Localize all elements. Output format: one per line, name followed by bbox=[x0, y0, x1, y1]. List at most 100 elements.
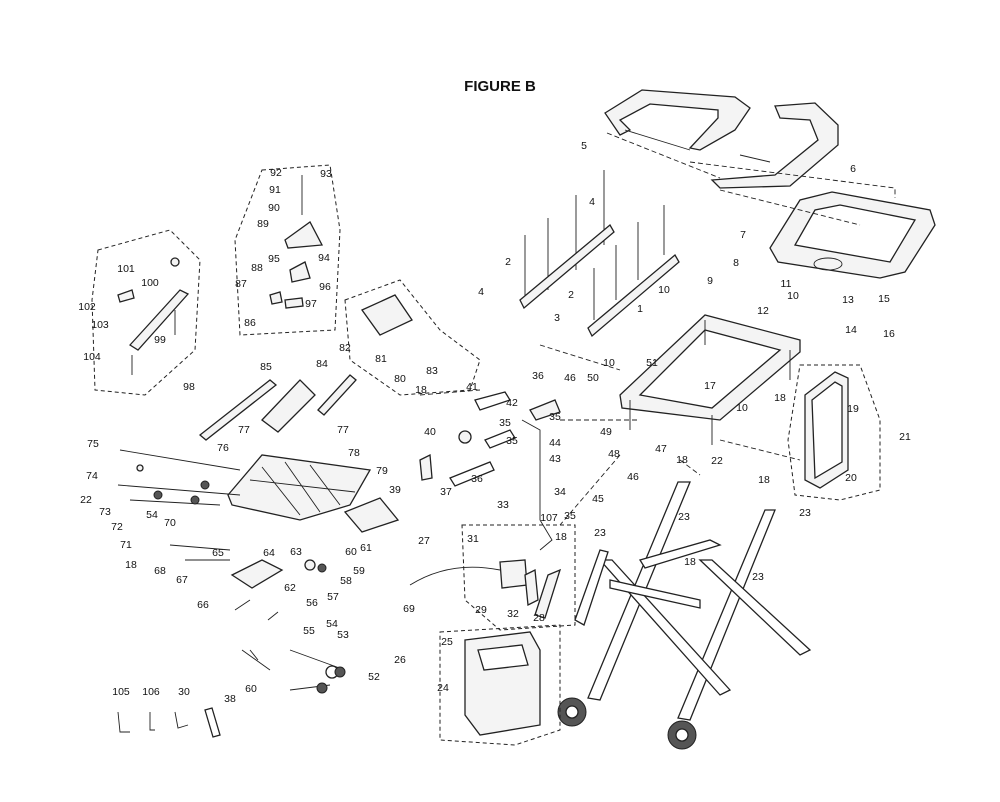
part-label-70: 70 bbox=[164, 517, 176, 529]
part-label-103: 103 bbox=[91, 319, 109, 331]
part-label-88: 88 bbox=[251, 262, 263, 274]
part-label-61: 61 bbox=[360, 542, 372, 554]
part-label-96: 96 bbox=[319, 281, 331, 293]
part-label-18: 18 bbox=[774, 392, 786, 404]
switch-group-outline bbox=[461, 524, 576, 631]
part-label-28: 28 bbox=[533, 612, 545, 624]
part-label-68: 68 bbox=[154, 565, 166, 577]
part-label-55: 55 bbox=[303, 625, 315, 637]
part-label-44: 44 bbox=[549, 437, 561, 449]
dust-bin-part bbox=[464, 631, 541, 736]
miter-gauge-part bbox=[117, 257, 190, 375]
part-label-9: 9 bbox=[707, 275, 713, 287]
part-label-15: 15 bbox=[878, 293, 890, 305]
part-label-32: 32 bbox=[507, 608, 519, 620]
part-label-97: 97 bbox=[305, 298, 317, 310]
part-label-18: 18 bbox=[684, 556, 696, 568]
part-label-84: 84 bbox=[316, 358, 328, 370]
part-label-86: 86 bbox=[244, 317, 256, 329]
part-label-48: 48 bbox=[608, 448, 620, 460]
part-label-7: 7 bbox=[740, 229, 746, 241]
pins-group bbox=[519, 170, 680, 338]
part-label-11: 11 bbox=[781, 278, 792, 290]
part-label-79: 79 bbox=[376, 465, 388, 477]
part-label-75: 75 bbox=[87, 438, 99, 450]
part-label-104: 104 bbox=[83, 351, 101, 363]
part-label-81: 81 bbox=[375, 353, 387, 365]
part-label-10: 10 bbox=[658, 284, 670, 296]
top-rail-frame-part bbox=[604, 89, 751, 151]
part-label-67: 67 bbox=[176, 574, 188, 586]
dust-bin-group-outline bbox=[439, 624, 561, 746]
accessory-tray-part bbox=[769, 191, 936, 279]
part-label-12: 12 bbox=[757, 305, 769, 317]
part-label-83: 83 bbox=[426, 365, 438, 377]
figure-title: FIGURE B bbox=[464, 78, 536, 95]
part-label-18: 18 bbox=[676, 454, 688, 466]
part-label-85: 85 bbox=[260, 361, 272, 373]
part-label-107: 107 bbox=[540, 512, 558, 524]
part-label-71: 71 bbox=[120, 539, 132, 551]
part-label-100: 100 bbox=[141, 277, 159, 289]
part-label-21: 21 bbox=[899, 431, 911, 443]
part-label-10: 10 bbox=[603, 357, 615, 369]
part-label-57: 57 bbox=[327, 591, 339, 603]
part-label-22: 22 bbox=[80, 494, 92, 506]
part-label-99: 99 bbox=[154, 334, 166, 346]
part-label-95: 95 bbox=[268, 253, 280, 265]
fence-lock-group-outline bbox=[234, 164, 341, 336]
part-label-13: 13 bbox=[842, 294, 854, 306]
part-label-27: 27 bbox=[418, 535, 430, 547]
part-label-39: 39 bbox=[389, 484, 401, 496]
part-label-24: 24 bbox=[437, 682, 449, 694]
part-label-42: 42 bbox=[506, 397, 518, 409]
part-label-31: 31 bbox=[467, 533, 479, 545]
part-label-80: 80 bbox=[394, 373, 406, 385]
part-label-77: 77 bbox=[337, 424, 349, 436]
part-label-3: 3 bbox=[554, 312, 560, 324]
part-label-19: 19 bbox=[847, 403, 859, 415]
part-label-63: 63 bbox=[290, 546, 302, 558]
part-label-60: 60 bbox=[345, 546, 357, 558]
stand-frame-part bbox=[619, 314, 801, 445]
part-label-50: 50 bbox=[587, 372, 599, 384]
part-label-47: 47 bbox=[655, 443, 667, 455]
part-label-4: 4 bbox=[478, 286, 484, 298]
part-label-72: 72 bbox=[111, 521, 123, 533]
part-label-78: 78 bbox=[348, 447, 360, 459]
part-label-14: 14 bbox=[845, 324, 857, 336]
fence-lock-part bbox=[269, 175, 324, 309]
part-label-8: 8 bbox=[733, 257, 739, 269]
storage-bin-part bbox=[804, 371, 849, 489]
part-label-43: 43 bbox=[549, 453, 561, 465]
hex-keys bbox=[117, 711, 189, 733]
table-extension-part bbox=[227, 454, 372, 521]
part-label-73: 73 bbox=[99, 506, 111, 518]
part-label-35: 35 bbox=[506, 435, 518, 447]
part-label-29: 29 bbox=[475, 604, 487, 616]
part-label-23: 23 bbox=[594, 527, 606, 539]
part-label-56: 56 bbox=[306, 597, 318, 609]
part-label-102: 102 bbox=[78, 301, 96, 313]
part-label-90: 90 bbox=[268, 202, 280, 214]
part-label-74: 74 bbox=[86, 470, 98, 482]
bolt-lines bbox=[117, 449, 241, 561]
part-label-35: 35 bbox=[549, 411, 561, 423]
rod-part bbox=[521, 419, 553, 551]
part-label-93: 93 bbox=[320, 168, 332, 180]
part-label-91: 91 bbox=[269, 184, 281, 196]
part-label-98: 98 bbox=[183, 381, 195, 393]
part-label-26: 26 bbox=[394, 654, 406, 666]
pushstick-group-outline bbox=[344, 279, 481, 396]
part-label-53: 53 bbox=[337, 629, 349, 641]
part-label-65: 65 bbox=[212, 547, 224, 559]
part-label-94: 94 bbox=[318, 252, 330, 264]
part-label-87: 87 bbox=[235, 278, 247, 290]
miter-gauge-group-outline bbox=[91, 229, 201, 396]
part-label-10: 10 bbox=[787, 290, 799, 302]
part-label-46: 46 bbox=[627, 471, 639, 483]
part-label-82: 82 bbox=[339, 342, 351, 354]
part-label-10: 10 bbox=[736, 402, 748, 414]
part-label-18: 18 bbox=[415, 384, 427, 396]
